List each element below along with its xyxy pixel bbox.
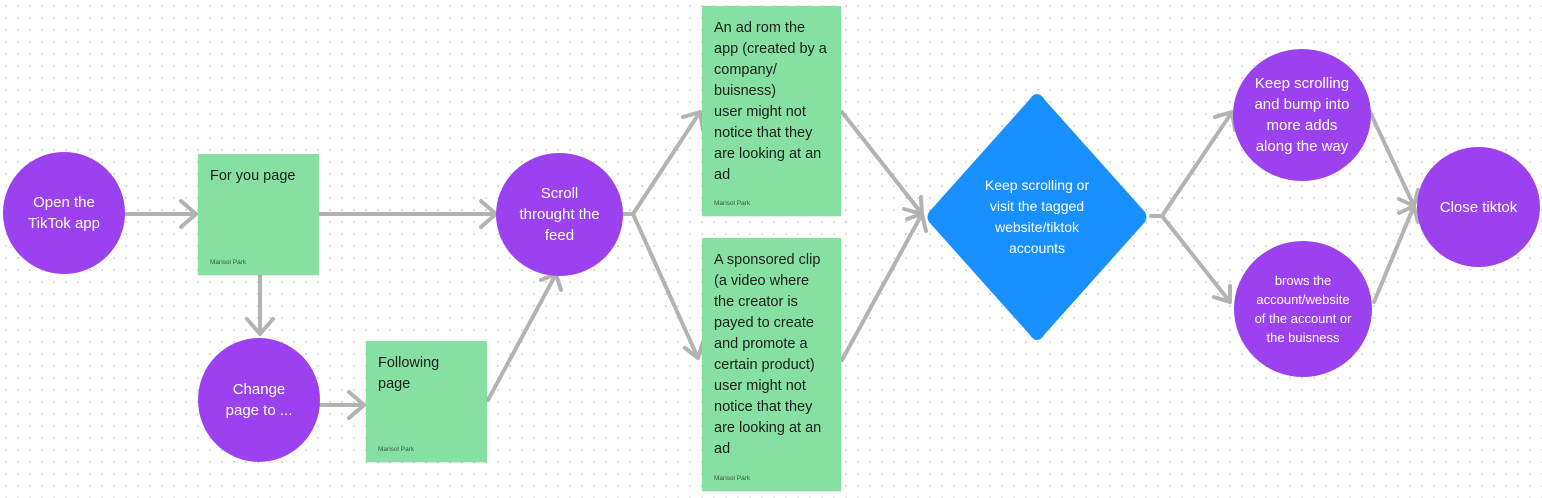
following-page-note[interactable]: Following page Marisol Park xyxy=(366,341,487,462)
note-author: Marisol Park xyxy=(210,259,247,266)
for-you-page-note[interactable]: For you page Marisol Park xyxy=(198,154,319,275)
connector-following-to-scroll xyxy=(486,272,563,402)
keep-scrolling-label: Keep scrolling and bump into more adds a… xyxy=(1254,75,1350,155)
connector-scroll-to-ad xyxy=(621,110,705,216)
open-app-node[interactable]: Open the TikTok app xyxy=(3,152,125,274)
following-page-text: Following page xyxy=(378,355,440,392)
decision-diamond-shape xyxy=(927,94,1147,340)
decision-label: Keep scrolling or visit the tagged websi… xyxy=(984,177,1090,256)
connector-keep-to-close xyxy=(1368,110,1420,208)
scroll-feed-node[interactable]: Scroll throught the feed xyxy=(496,153,623,276)
keep-scrolling-node[interactable]: Keep scrolling and bump into more adds a… xyxy=(1233,49,1371,181)
connector-decision-to-browse xyxy=(1160,214,1232,304)
change-page-node[interactable]: Change page to ... xyxy=(198,338,320,462)
note-author: Marisol Park xyxy=(714,475,751,482)
close-tiktok-node[interactable]: Close tiktok xyxy=(1417,147,1540,267)
note-author: Marisol Park xyxy=(714,200,751,207)
ad-from-app-text: An ad rom the app (created by a company/… xyxy=(714,20,827,183)
connector-open-to-foryou xyxy=(122,199,198,229)
connector-browse-to-close xyxy=(1372,204,1420,304)
connector-ad-to-decision xyxy=(840,110,924,216)
decision-node[interactable]: Keep scrolling or visit the tagged websi… xyxy=(924,92,1150,342)
connector-change-to-following xyxy=(318,390,366,420)
browse-account-node[interactable]: brows the account/website of the account… xyxy=(1234,241,1372,377)
connector-sponsored-to-decision xyxy=(840,212,928,362)
sponsored-clip-text: A sponsored clip (a video where the crea… xyxy=(714,252,822,457)
connector-foryou-to-scroll xyxy=(318,199,498,229)
sponsored-clip-note[interactable]: A sponsored clip (a video where the crea… xyxy=(702,238,841,491)
connector-foryou-to-change xyxy=(245,274,275,336)
connector-scroll-to-sponsored xyxy=(631,212,705,360)
scroll-feed-label: Scroll throught the feed xyxy=(519,185,600,244)
connector-decision-to-keep xyxy=(1149,110,1237,218)
for-you-page-text: For you page xyxy=(210,168,296,184)
browse-account-label: brows the account/website of the account… xyxy=(1254,273,1352,345)
open-app-label: Open the TikTok app xyxy=(28,194,100,232)
ad-from-app-note[interactable]: An ad rom the app (created by a company/… xyxy=(702,6,841,216)
change-page-label: Change page to ... xyxy=(225,381,293,419)
close-tiktok-label: Close tiktok xyxy=(1439,198,1518,216)
note-author: Marisol Park xyxy=(378,446,415,453)
